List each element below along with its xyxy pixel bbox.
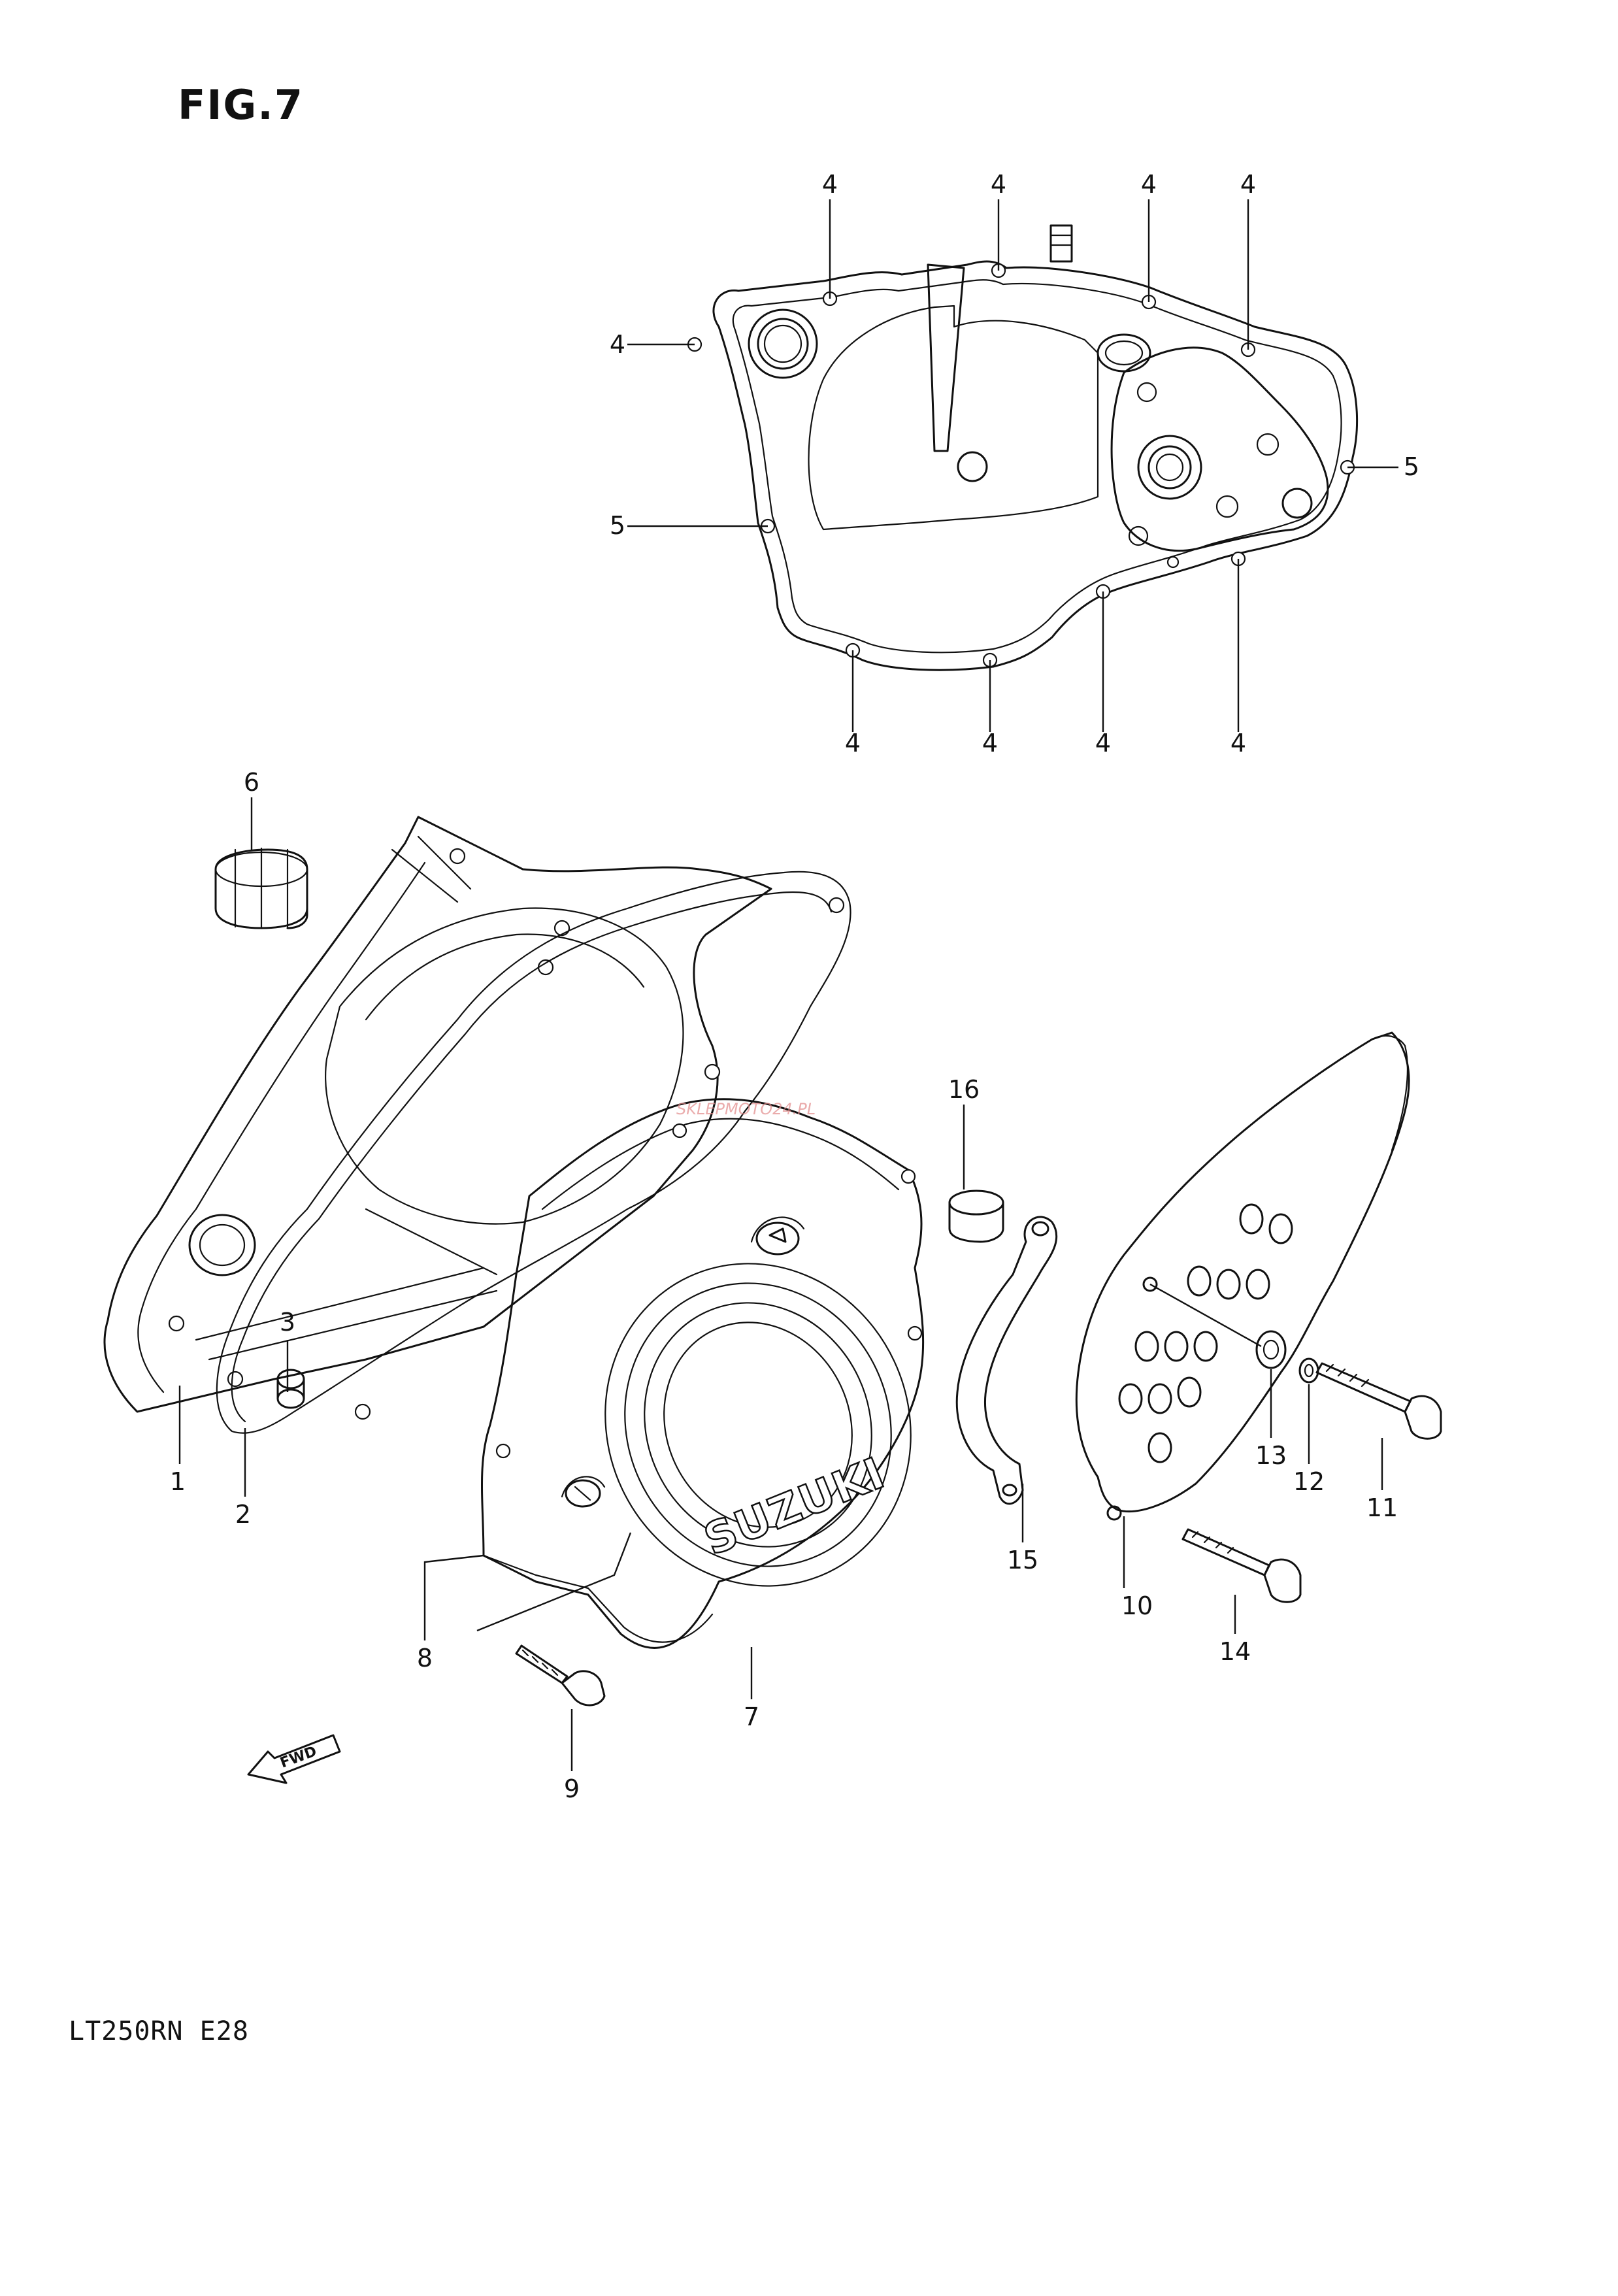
spacer-16: 16 bbox=[948, 1075, 1004, 1243]
crankcase-cover-right: 1 2 3 bbox=[103, 816, 851, 1529]
callout-magneto-cover: 7 bbox=[744, 1703, 759, 1731]
bolt-14: 14 bbox=[1181, 1528, 1302, 1666]
callout-dowel-pin: 3 bbox=[280, 1308, 295, 1337]
callout-gasket-bolt: 4 bbox=[991, 170, 1006, 199]
callout-spacer: 16 bbox=[948, 1075, 980, 1104]
callout-bolt: 9 bbox=[564, 1774, 580, 1803]
sprocket-cover: 13 12 10 bbox=[1075, 1031, 1410, 1620]
oil-filler-cap: 6 bbox=[214, 768, 308, 929]
callout-washer: 13 bbox=[1255, 1441, 1287, 1470]
model-code: LT250RN E28 bbox=[69, 2016, 249, 2046]
callout-bolt: 11 bbox=[1366, 1493, 1398, 1522]
callout-bolt: 14 bbox=[1219, 1637, 1251, 1666]
callout-magneto-gasket: 8 bbox=[417, 1644, 433, 1672]
bracket-15: 15 bbox=[955, 1216, 1058, 1574]
forward-direction-marker: FWD bbox=[247, 1734, 341, 1784]
callout-gasket-bolt: 4 bbox=[845, 729, 861, 757]
gasket-bolt-holes bbox=[687, 263, 1355, 668]
clutch-cover-gasket: 4 4 4 4 4 4 4 4 4 5 5 bbox=[610, 170, 1419, 757]
callout-crankcase-cover: 1 bbox=[170, 1467, 186, 1496]
callout-gasket-bolt: 4 bbox=[822, 170, 838, 199]
callout-gasket-dowel: 5 bbox=[1404, 452, 1419, 481]
callout-gasket-bolt: 4 bbox=[1141, 170, 1157, 199]
callout-gasket-bolt: 4 bbox=[610, 330, 625, 359]
bolt-9: 9 bbox=[515, 1644, 606, 1803]
callout-bracket: 15 bbox=[1007, 1546, 1038, 1574]
callout-gasket-dowel: 5 bbox=[610, 511, 625, 540]
callout-gasket-bolt: 4 bbox=[1095, 729, 1111, 757]
callout-gasket-bolt: 4 bbox=[1230, 729, 1246, 757]
watermark: SKLEPMOTO24.PL bbox=[676, 1100, 816, 1118]
magneto-cover: SUZUKI 7 8 bbox=[417, 1098, 925, 1731]
callout-gasket-bolt: 4 bbox=[982, 729, 998, 757]
callout-filler-cap: 6 bbox=[244, 768, 259, 797]
callout-gasket-bolt: 4 bbox=[1240, 170, 1256, 199]
callout-sprocket-cover: 10 bbox=[1121, 1591, 1153, 1620]
bolt-11: 11 bbox=[1315, 1362, 1442, 1522]
callout-cover-gasket: 2 bbox=[235, 1500, 251, 1529]
callout-washer: 12 bbox=[1293, 1467, 1325, 1496]
figure-title: FIG.7 bbox=[178, 81, 305, 129]
cover-vent-holes bbox=[1118, 1203, 1293, 1463]
